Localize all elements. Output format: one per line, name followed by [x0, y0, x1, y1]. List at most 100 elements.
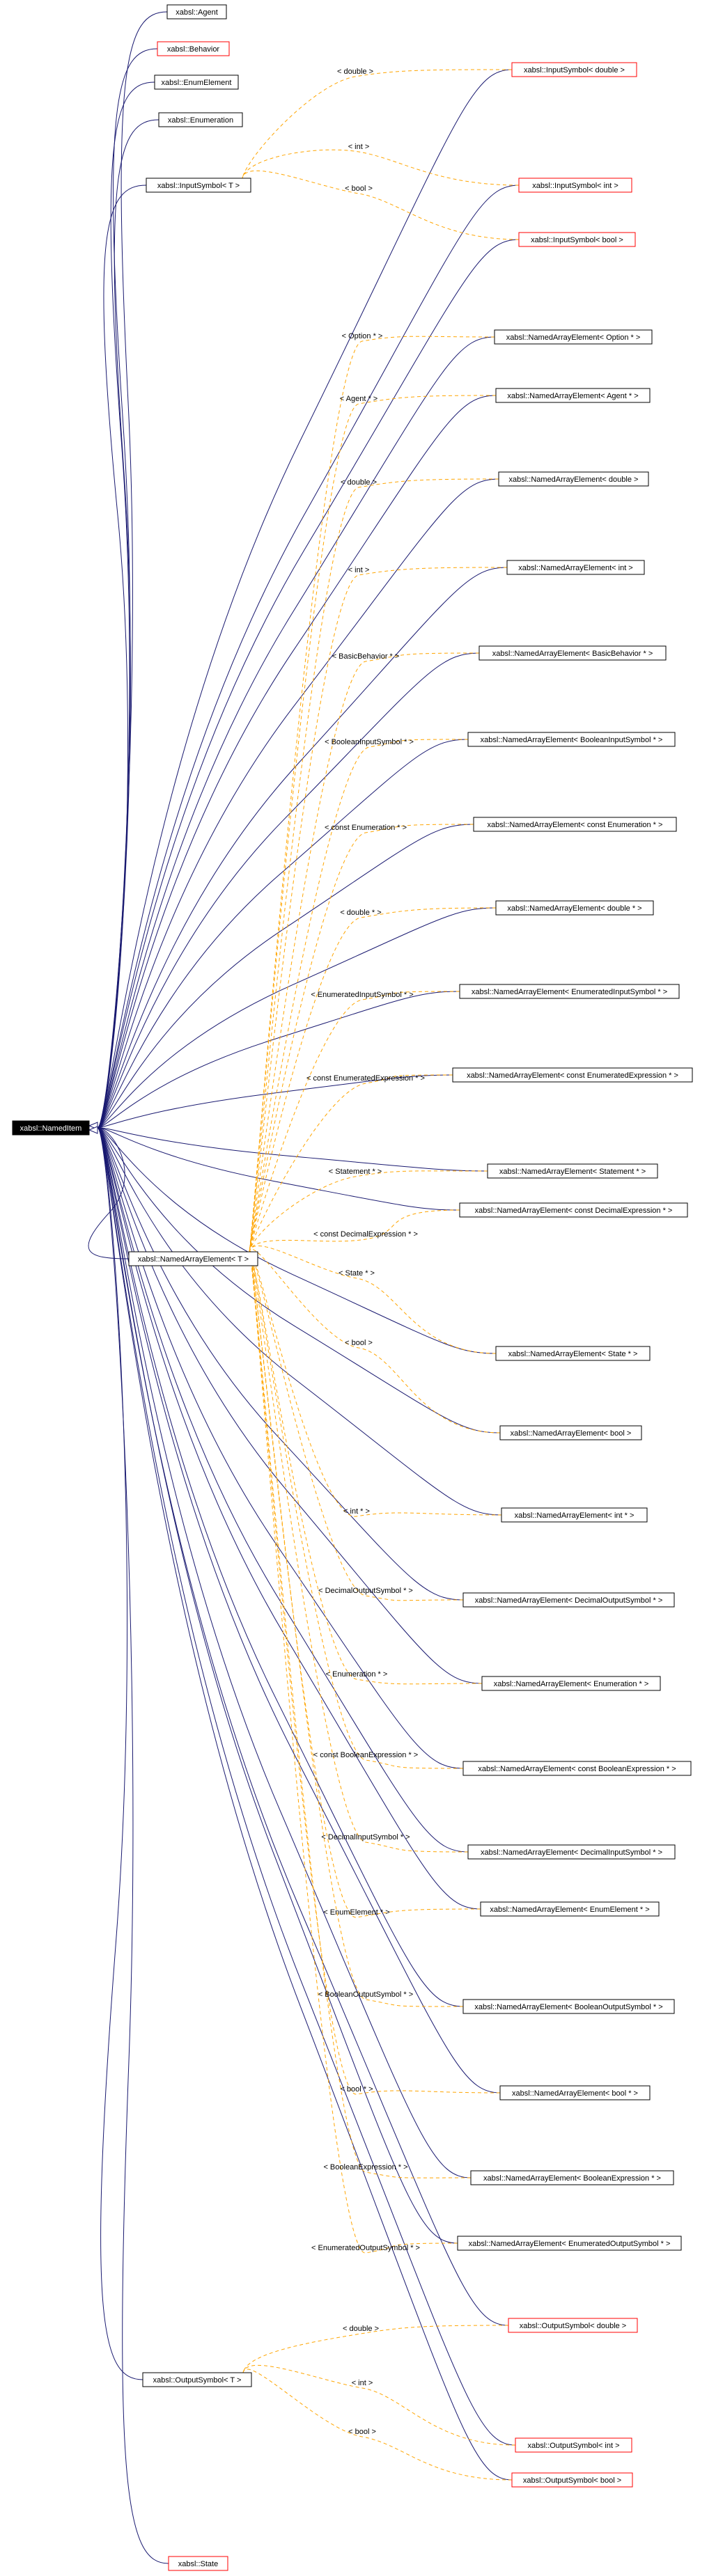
class-node-outputsymbol-bool[interactable]: xabsl::OutputSymbol< bool >	[511, 2472, 633, 2488]
template-argument-labels: < double >< int >< bool >< Option * >< A…	[306, 68, 425, 2436]
template-argument-label: < int >	[352, 2379, 373, 2387]
inheritance-edge	[97, 1127, 458, 2244]
template-instance-edge	[249, 1251, 469, 1853]
class-node-namedarrayelement-statement[interactable]: xabsl::NamedArrayElement< Statement * >	[487, 1163, 658, 1179]
inheritance-edge	[97, 824, 474, 1129]
class-node-namedarrayelement-booleanoutputsymbol[interactable]: xabsl::NamedArrayElement< BooleanOutputS…	[462, 1999, 675, 2014]
class-label: xabsl::NamedArrayElement< const BooleanE…	[478, 1765, 676, 1773]
class-label: xabsl::NamedArrayElement< double * >	[507, 904, 641, 913]
template-argument-label: < const EnumeratedExpression * >	[306, 1074, 425, 1083]
class-node-agent[interactable]: xabsl::Agent	[166, 4, 227, 19]
inheritance-edge	[88, 1127, 130, 1259]
class-box	[495, 1346, 651, 1361]
class-node-inputsymbol-double[interactable]: xabsl::InputSymbol< double >	[511, 62, 637, 77]
class-node-namedarrayelement-booleanexpression[interactable]: xabsl::NamedArrayElement< BooleanExpress…	[470, 2170, 674, 2185]
class-label: xabsl::Enumeration	[168, 116, 233, 125]
class-node-outputsymbol-double[interactable]: xabsl::OutputSymbol< double >	[508, 2318, 638, 2333]
class-node-outputsymbol-int[interactable]: xabsl::OutputSymbol< int >	[515, 2437, 632, 2453]
class-label: xabsl::NamedArrayElement< DecimalInputSy…	[481, 1848, 662, 1857]
class-node-namedarrayelement-basicbehavior[interactable]: xabsl::NamedArrayElement< BasicBehavior …	[478, 645, 667, 661]
inheritance-edge	[97, 1127, 502, 1516]
class-box	[499, 2085, 651, 2100]
class-node-namedarrayelement-decimaloutputsymbol[interactable]: xabsl::NamedArrayElement< DecimalOutputS…	[462, 1592, 675, 1608]
class-node-namedarrayelement-booleaninputsymbol[interactable]: xabsl::NamedArrayElement< BooleanInputSy…	[467, 732, 676, 747]
class-node-nameditem[interactable]: xabsl::NamedItem	[12, 1120, 90, 1136]
class-node-enumelement[interactable]: xabsl::EnumElement	[154, 74, 239, 90]
class-box	[146, 178, 251, 193]
class-node-namedarrayelement-const-decimalexpression[interactable]: xabsl::NamedArrayElement< const DecimalE…	[459, 1202, 688, 1218]
class-box	[142, 2372, 252, 2387]
template-argument-label: < Enumeration * >	[326, 1670, 388, 1679]
template-argument-label: < EnumeratedOutputSymbol * >	[311, 2244, 420, 2252]
class-node-namedarrayelement-const-booleanexpression[interactable]: xabsl::NamedArrayElement< const BooleanE…	[462, 1761, 692, 1776]
template-argument-label: < double >	[341, 478, 377, 487]
template-instance-edge	[249, 1249, 501, 1434]
class-node-namedarrayelement-enumeratedinputsymbol[interactable]: xabsl::NamedArrayElement< EnumeratedInpu…	[459, 984, 680, 999]
arrowheads	[88, 178, 254, 2382]
inheritance-edge	[97, 184, 520, 1129]
class-label: xabsl::NamedArrayElement< DecimalOutputS…	[475, 1596, 663, 1605]
template-instance-edge	[249, 1250, 502, 1517]
class-node-namedarrayelement-double[interactable]: xabsl::NamedArrayElement< double >	[498, 471, 649, 487]
class-label: xabsl::NamedArrayElement< BooleanInputSy…	[481, 736, 663, 744]
template-instance-edge	[249, 1251, 472, 2178]
class-label: xabsl::State	[178, 2560, 218, 2568]
inheritance-edge	[97, 652, 480, 1129]
inheritance-edge	[97, 395, 497, 1129]
class-box	[128, 1251, 258, 1266]
class-node-namedarrayelement-int[interactable]: xabsl::NamedArrayElement< int * >	[501, 1507, 648, 1523]
class-node-inputsymbol-bool[interactable]: xabsl::InputSymbol< bool >	[518, 232, 636, 247]
class-node-namedarrayelement-double[interactable]: xabsl::NamedArrayElement< double * >	[495, 900, 654, 916]
class-box	[467, 1844, 676, 1860]
class-box	[452, 1067, 693, 1083]
inheritance-edge	[97, 81, 155, 1129]
class-node-namedarrayelement-enumeration[interactable]: xabsl::NamedArrayElement< Enumeration * …	[481, 1676, 661, 1691]
class-node-namedarrayelement-t[interactable]: xabsl::NamedArrayElement< T >	[128, 1251, 258, 1266]
class-node-namedarrayelement-agent[interactable]: xabsl::NamedArrayElement< Agent * >	[495, 388, 651, 403]
class-box	[462, 1999, 675, 2014]
inheritance-edge	[97, 336, 495, 1129]
template-instance-edge	[249, 824, 474, 1252]
class-node-namedarrayelement-bool[interactable]: xabsl::NamedArrayElement< bool >	[499, 1425, 642, 1440]
template-instance-edge	[242, 149, 520, 186]
class-node-behavior[interactable]: xabsl::Behavior	[157, 41, 230, 56]
class-box	[154, 74, 239, 90]
template-instance-edge	[249, 1074, 453, 1252]
inheritance-edge	[97, 1127, 143, 2380]
template-argument-label: < const DecimalExpression * >	[313, 1230, 418, 1239]
class-box	[511, 2472, 633, 2488]
class-label: xabsl::NamedArrayElement< const Enumerat…	[488, 821, 663, 829]
class-label: xabsl::InputSymbol< double >	[524, 66, 625, 74]
class-node-namedarrayelement-decimalinputsymbol[interactable]: xabsl::NamedArrayElement< DecimalInputSy…	[467, 1844, 676, 1860]
class-node-namedarrayelement-const-enumeration[interactable]: xabsl::NamedArrayElement< const Enumerat…	[473, 817, 677, 832]
class-node-enumeration[interactable]: xabsl::Enumeration	[158, 112, 243, 127]
class-box	[499, 1425, 642, 1440]
class-node-namedarrayelement-state[interactable]: xabsl::NamedArrayElement< State * >	[495, 1346, 651, 1361]
inheritance-edge	[97, 69, 513, 1129]
template-argument-label: < bool >	[345, 1339, 373, 1347]
class-box	[495, 900, 654, 916]
template-argument-label: < DecimalInputSymbol * >	[321, 1833, 410, 1841]
class-node-state[interactable]: xabsl::State	[168, 2556, 228, 2571]
template-instance-edge	[249, 1250, 464, 1601]
class-node-namedarrayelement-bool[interactable]: xabsl::NamedArrayElement< bool * >	[499, 2085, 651, 2100]
class-node-namedarrayelement-option[interactable]: xabsl::NamedArrayElement< Option * >	[494, 329, 653, 345]
class-node-namedarrayelement-const-enumeratedexpression[interactable]: xabsl::NamedArrayElement< const Enumerat…	[452, 1067, 693, 1083]
class-label: xabsl::NamedArrayElement< bool >	[511, 1429, 632, 1438]
class-box	[518, 178, 632, 193]
template-edges	[242, 69, 520, 2481]
template-argument-label: < double >	[337, 68, 373, 76]
class-node-outputsymbol-t[interactable]: xabsl::OutputSymbol< T >	[142, 2372, 252, 2387]
class-node-inputsymbol-int[interactable]: xabsl::InputSymbol< int >	[518, 178, 632, 193]
class-label: xabsl::NamedArrayElement< bool * >	[512, 2089, 638, 2098]
class-node-namedarrayelement-int[interactable]: xabsl::NamedArrayElement< int >	[506, 560, 645, 575]
template-instance-edge	[249, 1251, 464, 1769]
inheritance-edge	[97, 907, 497, 1129]
class-box	[506, 560, 645, 575]
class-node-inputsymbol-t[interactable]: xabsl::InputSymbol< T >	[146, 178, 251, 193]
inheritance-edge	[97, 1127, 513, 2481]
class-label: xabsl::NamedArrayElement< const DecimalE…	[475, 1207, 673, 1215]
class-node-namedarrayelement-enumelement[interactable]: xabsl::NamedArrayElement< EnumElement * …	[480, 1901, 660, 1917]
template-instance-edge	[249, 395, 497, 1252]
class-node-namedarrayelement-enumeratedoutputsymbol[interactable]: xabsl::NamedArrayElement< EnumeratedOutp…	[457, 2236, 682, 2251]
